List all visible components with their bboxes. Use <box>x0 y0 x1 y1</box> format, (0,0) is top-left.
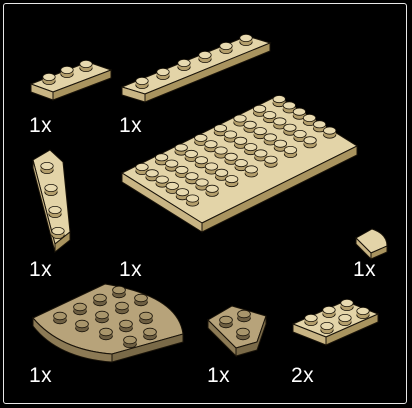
stud <box>100 328 113 340</box>
plate-2x3-tan <box>293 299 378 345</box>
stud <box>206 185 218 196</box>
round-corner-plate-4x4-dark-tan <box>33 284 183 362</box>
stud <box>76 320 89 332</box>
plate-1x6-tan <box>122 34 270 102</box>
stud <box>186 195 198 206</box>
round-quarter-tile-tan <box>356 229 387 259</box>
stud <box>245 166 257 177</box>
quantity-label: 1x <box>29 114 52 138</box>
quantity-label: 1x <box>207 364 230 388</box>
stud <box>144 328 157 340</box>
quantity-label: 1x <box>29 258 52 282</box>
stud <box>116 302 129 314</box>
stud <box>140 312 153 324</box>
quantity-label: 2x <box>291 364 314 388</box>
stud <box>94 294 107 306</box>
plate-6x8-tan <box>122 96 357 233</box>
corner-plate-2x2-dark-tan <box>208 306 266 356</box>
stud <box>113 286 126 298</box>
plate-1x3-tan <box>31 60 111 100</box>
stud <box>120 320 133 332</box>
stud <box>54 312 67 324</box>
stud <box>304 137 316 148</box>
stud <box>226 176 238 187</box>
stud <box>74 303 87 315</box>
quantity-label: 1x <box>119 114 142 138</box>
stud <box>324 127 336 138</box>
wedge-plate-tan <box>33 150 70 252</box>
stud <box>124 336 137 348</box>
quantity-label: 1x <box>29 364 52 388</box>
stud <box>96 311 109 323</box>
quantity-label: 1x <box>119 258 142 282</box>
stud <box>265 156 277 167</box>
quantity-label: 1x <box>353 258 376 282</box>
stud <box>135 294 148 306</box>
stud <box>284 146 296 157</box>
